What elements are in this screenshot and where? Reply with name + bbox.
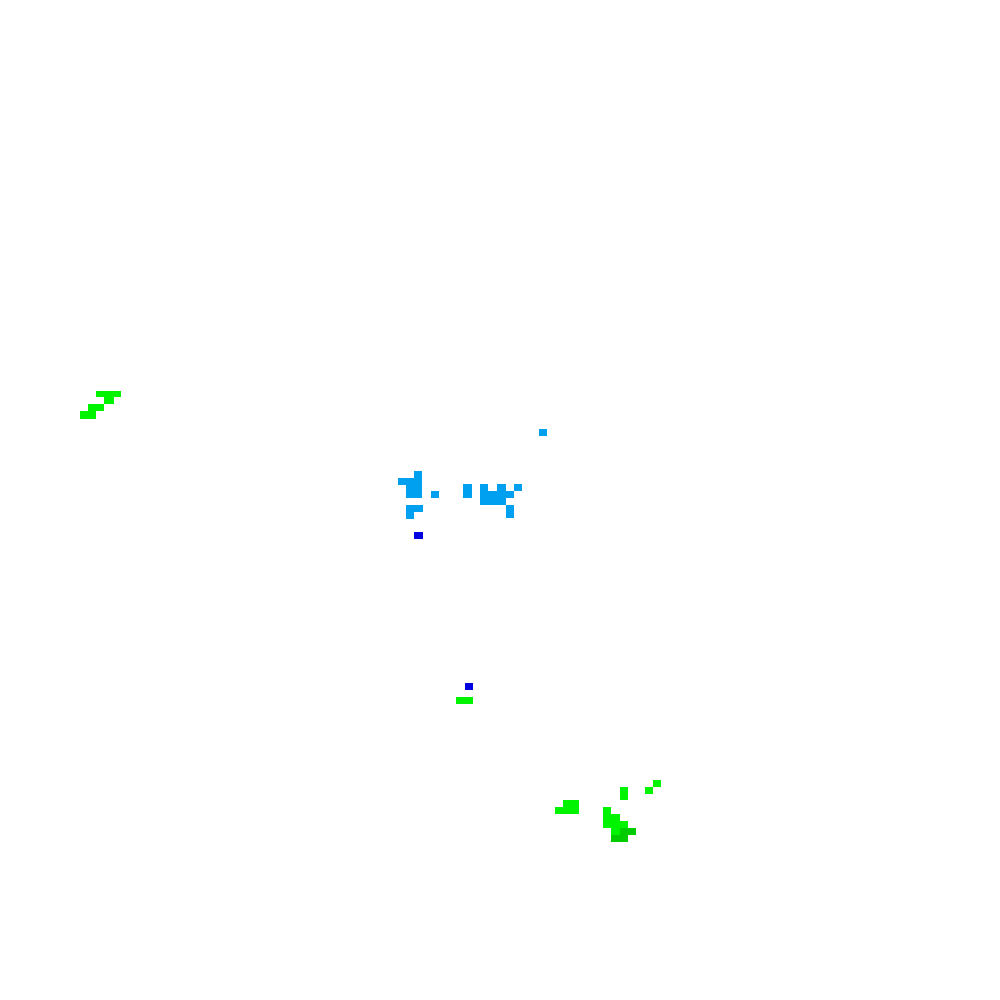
center-blue-cluster-pixel <box>506 505 514 518</box>
lower-right-green-cluster-pixel <box>603 807 611 814</box>
lower-right-green-cluster-pixel <box>603 821 628 828</box>
lower-right-green-cluster-pixel <box>563 800 579 807</box>
lone-deep-blue-dot-pixel <box>414 532 423 539</box>
center-blue-cluster-pixel <box>480 484 488 491</box>
center-blue-cluster-pixel <box>514 484 522 491</box>
lower-right-dark-green-pixel <box>611 835 628 842</box>
upper-left-green-streak-pixel <box>104 397 114 404</box>
upper-left-green-streak-pixel <box>88 404 104 411</box>
center-blue-cluster-pixel <box>539 429 547 436</box>
center-blue-cluster-pixel <box>480 491 514 498</box>
lower-right-green-cluster-pixel <box>653 780 661 787</box>
center-blue-cluster-pixel <box>463 484 472 498</box>
lone-deep-blue-dot-pixel <box>465 683 473 690</box>
center-blue-cluster-pixel <box>431 491 439 498</box>
lower-right-green-cluster-pixel <box>620 787 628 800</box>
center-blue-cluster-pixel <box>406 485 422 498</box>
lower-right-dark-green-pixel <box>620 828 636 835</box>
center-blue-cluster-pixel <box>406 512 414 519</box>
center-blue-cluster-pixel <box>480 498 506 505</box>
lower-right-green-cluster-pixel <box>555 807 579 814</box>
center-blue-cluster-pixel <box>398 478 422 485</box>
lower-right-green-cluster-pixel <box>645 787 653 794</box>
upper-left-green-streak-pixel <box>96 391 121 397</box>
lower-center-mark-pixel <box>456 697 473 704</box>
upper-left-green-streak-pixel <box>80 411 96 419</box>
lower-right-green-cluster-pixel <box>603 814 620 821</box>
center-blue-cluster-pixel <box>497 484 506 491</box>
center-blue-cluster-pixel <box>414 471 422 479</box>
center-blue-cluster-pixel <box>406 505 423 512</box>
